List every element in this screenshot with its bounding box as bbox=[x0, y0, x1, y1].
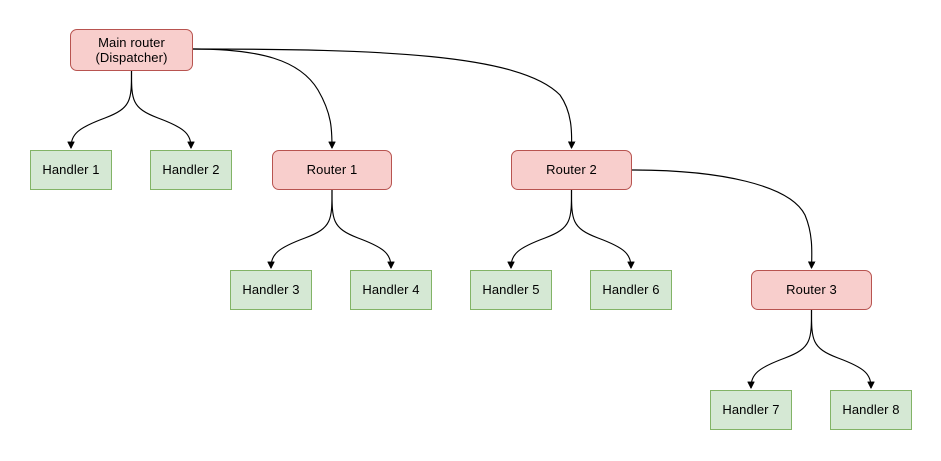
edge-router2-to-handler5 bbox=[511, 189, 573, 268]
edge-router3-to-handler7 bbox=[751, 309, 813, 388]
node-label-router1: Router 1 bbox=[306, 162, 358, 178]
node-handler3[interactable]: Handler 3 bbox=[230, 270, 312, 310]
node-handler6[interactable]: Handler 6 bbox=[590, 270, 672, 310]
edge-main-to-handler2 bbox=[130, 70, 192, 148]
edge-router2-to-handler6 bbox=[570, 189, 632, 268]
node-label-handler6: Handler 6 bbox=[602, 282, 660, 298]
node-handler4[interactable]: Handler 4 bbox=[350, 270, 432, 310]
edge-router2-to-router3 bbox=[631, 169, 812, 268]
node-label-handler7: Handler 7 bbox=[722, 402, 780, 418]
node-label-handler1: Handler 1 bbox=[42, 162, 100, 178]
node-handler1[interactable]: Handler 1 bbox=[30, 150, 112, 190]
edge-main-to-router1 bbox=[192, 48, 332, 148]
node-label-handler2: Handler 2 bbox=[162, 162, 220, 178]
node-router2[interactable]: Router 2 bbox=[511, 150, 632, 190]
node-handler2[interactable]: Handler 2 bbox=[150, 150, 232, 190]
node-label-main: Main router (Dispatcher) bbox=[95, 34, 168, 66]
node-handler7[interactable]: Handler 7 bbox=[710, 390, 792, 430]
edge-main-to-handler1 bbox=[71, 70, 133, 148]
edge-router3-to-handler8 bbox=[810, 309, 872, 388]
edge-main-to-router2 bbox=[192, 48, 572, 148]
node-label-router3: Router 3 bbox=[786, 282, 837, 298]
node-label-handler3: Handler 3 bbox=[242, 282, 300, 298]
node-router3[interactable]: Router 3 bbox=[751, 270, 872, 310]
node-label-handler5: Handler 5 bbox=[482, 282, 540, 298]
edge-router1-to-handler3 bbox=[271, 189, 333, 268]
node-handler8[interactable]: Handler 8 bbox=[830, 390, 912, 430]
node-handler5[interactable]: Handler 5 bbox=[470, 270, 552, 310]
node-router1[interactable]: Router 1 bbox=[272, 150, 392, 190]
edge-router1-to-handler4 bbox=[331, 189, 391, 268]
node-label-handler8: Handler 8 bbox=[842, 402, 900, 418]
node-label-router2: Router 2 bbox=[546, 162, 597, 178]
node-main[interactable]: Main router (Dispatcher) bbox=[70, 29, 193, 71]
node-label-handler4: Handler 4 bbox=[362, 282, 420, 298]
